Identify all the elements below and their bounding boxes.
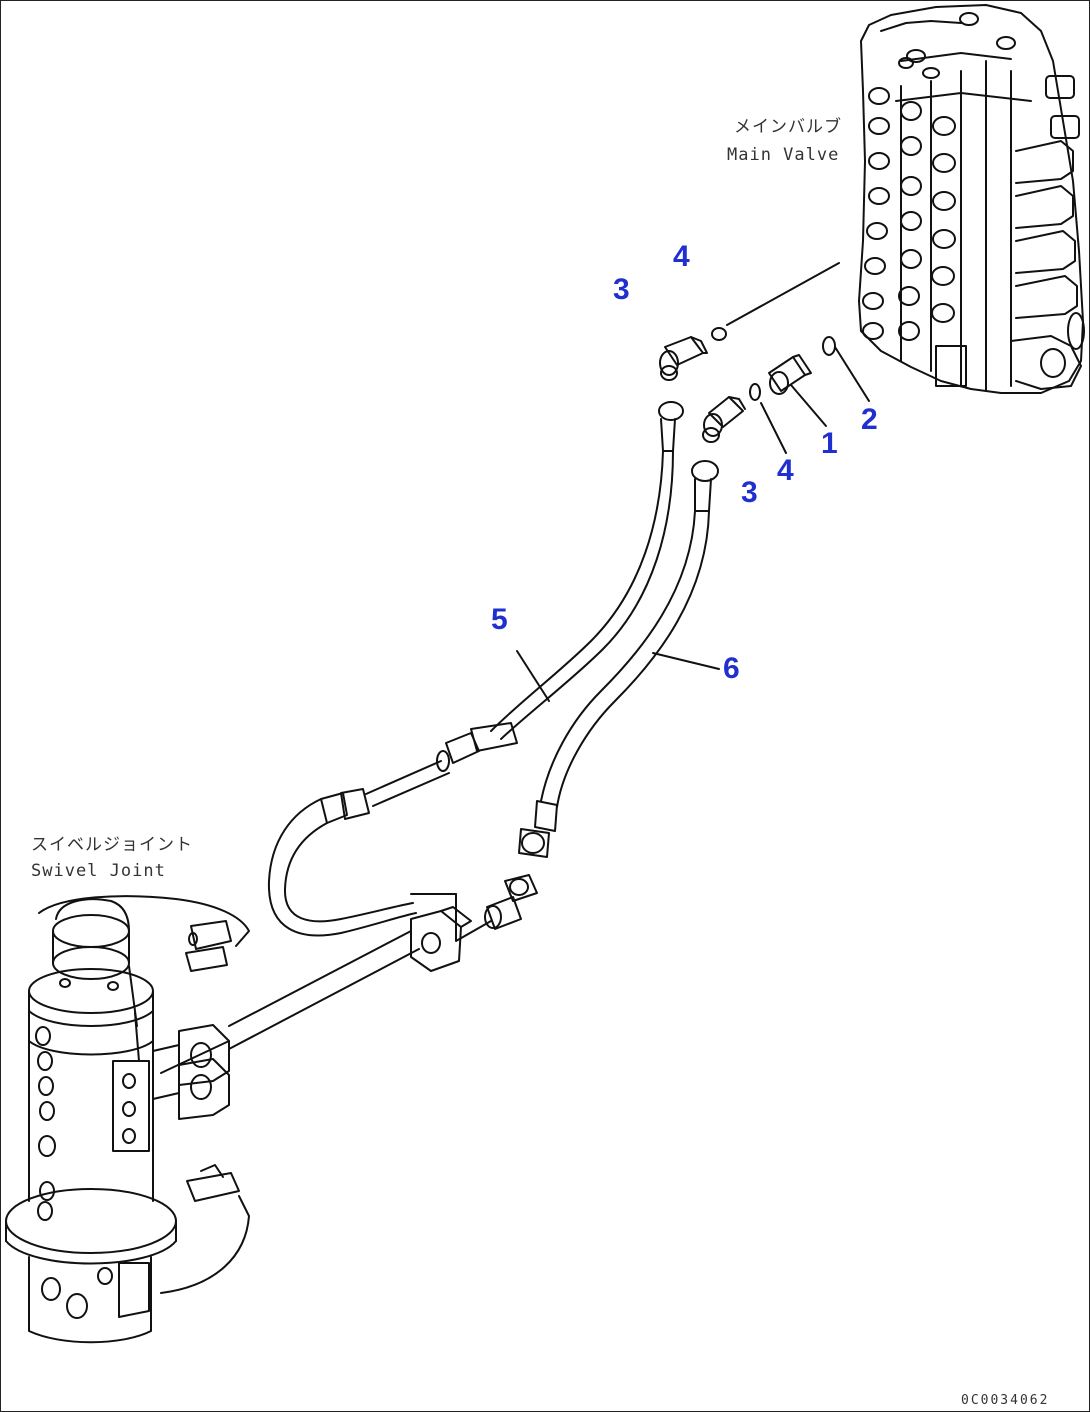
o-ring-4b — [749, 383, 761, 401]
callout-2: 2 — [861, 403, 878, 436]
o-ring-2 — [822, 336, 836, 356]
swivel-joint-drawing — [5, 898, 230, 1344]
swivel-joint-label-en: Swivel Joint — [31, 861, 166, 881]
leader-1 — [790, 384, 827, 427]
clamp-lower-drawing — [160, 1164, 250, 1294]
main-valve-label-en: Main Valve — [727, 145, 840, 165]
callout-3-lower: 3 — [741, 476, 758, 509]
leader-4b — [760, 402, 787, 454]
leader-6 — [652, 652, 720, 670]
split-flange-drawing — [410, 893, 492, 972]
clamp-upper-drawing — [38, 895, 250, 972]
adapter-1-drawing — [768, 354, 812, 395]
callout-4-upper: 4 — [673, 240, 690, 273]
main-valve-drawing — [858, 4, 1085, 394]
elbow-fitting-3a-drawing — [659, 336, 708, 381]
callout-4-lower: 4 — [777, 454, 794, 487]
swivel-joint-label-jp: スイベルジョイント — [31, 835, 193, 855]
elbow-fitting-3b-drawing — [702, 396, 746, 443]
hose-5-drawing — [267, 401, 684, 937]
callout-5: 5 — [491, 603, 508, 636]
elbow-swivel-drawing — [484, 874, 538, 930]
hose-6-drawing — [518, 460, 719, 858]
callout-6: 6 — [723, 652, 740, 685]
leader-2 — [834, 346, 870, 402]
o-ring-4a — [711, 327, 727, 341]
leader-5 — [516, 650, 550, 702]
drawing-number: 0C0034062 — [961, 1393, 1050, 1408]
leader-4a — [726, 262, 840, 326]
callout-3-upper: 3 — [613, 273, 630, 306]
main-valve-label-jp: メインバルブ — [734, 117, 842, 137]
callout-1: 1 — [821, 427, 838, 460]
